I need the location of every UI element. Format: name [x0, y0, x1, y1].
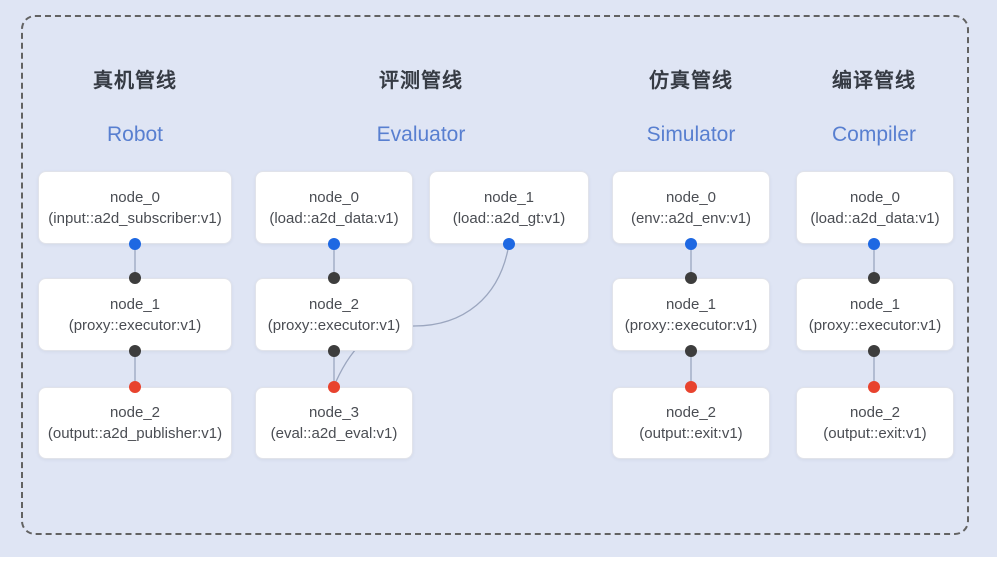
node-robot-node0: node_0 (input::a2d_subscriber:v1) [38, 171, 232, 244]
node-name: node_0 [109, 188, 161, 206]
node-type: (input::a2d_subscriber:v1) [48, 209, 222, 227]
node-compiler-node0: node_0 (load::a2d_data:v1) [796, 171, 954, 244]
node-type: (eval::a2d_eval:v1) [270, 425, 398, 442]
pipeline-title-compiler: 编译管线 [832, 70, 916, 92]
node-type: (env::a2d_env:v1) [630, 209, 752, 227]
pipeline-title-evaluator: 评测管线 [379, 70, 463, 92]
node-type: (load::a2d_data:v1) [269, 209, 399, 227]
node-name: node_0 [849, 188, 901, 206]
node-name: node_2 [109, 404, 161, 421]
node-type: (output::exit:v1) [639, 425, 743, 442]
node-name: node_0 [308, 188, 360, 206]
pipeline-title-robot: 真机管线 [93, 70, 177, 92]
node-type: (output::exit:v1) [823, 425, 927, 442]
node-evaluator-node1: node_1 (load::a2d_gt:v1) [429, 171, 589, 244]
bottom-white-strip [0, 557, 997, 563]
pipeline-subtitle-simulator: Simulator [646, 123, 736, 146]
node-type: (proxy::executor:v1) [624, 316, 758, 334]
node-simulator-node2: node_2 (output::exit:v1) [612, 387, 770, 459]
pipeline-subtitle-compiler: Compiler [831, 123, 917, 146]
node-type: (proxy::executor:v1) [808, 316, 942, 334]
node-name: node_2 [849, 404, 901, 421]
node-name: node_1 [483, 188, 535, 206]
node-name: node_1 [665, 295, 717, 313]
node-name: node_3 [308, 404, 360, 421]
node-type: (proxy::executor:v1) [68, 316, 202, 334]
node-simulator-node1: node_1 (proxy::executor:v1) [612, 278, 770, 351]
node-robot-node2: node_2 (output::a2d_publisher:v1) [38, 387, 232, 459]
node-type: (proxy::executor:v1) [267, 316, 401, 334]
dashed-border-frame [21, 15, 969, 535]
node-evaluator-node0: node_0 (load::a2d_data:v1) [255, 171, 413, 244]
node-type: (load::a2d_data:v1) [810, 209, 940, 227]
pipeline-subtitle-robot: Robot [106, 123, 164, 146]
node-compiler-node2: node_2 (output::exit:v1) [796, 387, 954, 459]
node-name: node_2 [308, 295, 360, 313]
node-simulator-node0: node_0 (env::a2d_env:v1) [612, 171, 770, 244]
node-name: node_1 [109, 295, 161, 313]
node-type: (load::a2d_gt:v1) [452, 209, 566, 227]
node-robot-node1: node_1 (proxy::executor:v1) [38, 278, 232, 351]
node-evaluator-node2: node_2 (proxy::executor:v1) [255, 278, 413, 351]
node-compiler-node1: node_1 (proxy::executor:v1) [796, 278, 954, 351]
node-evaluator-node3: node_3 (eval::a2d_eval:v1) [255, 387, 413, 459]
node-type: (output::a2d_publisher:v1) [47, 425, 223, 442]
pipeline-subtitle-evaluator: Evaluator [376, 123, 466, 146]
node-name: node_1 [849, 295, 901, 313]
pipeline-title-simulator: 仿真管线 [649, 70, 733, 92]
node-name: node_2 [665, 404, 717, 421]
node-name: node_0 [665, 188, 717, 206]
